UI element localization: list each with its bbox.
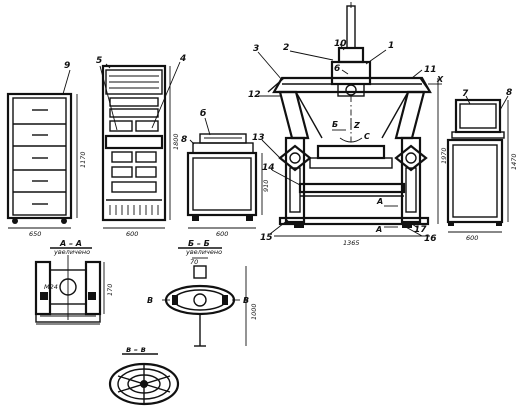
callout-1: 1 xyxy=(388,41,394,51)
section-b-b: Б – Б увеличено 70 В В 1000 xyxy=(147,239,258,347)
section-v-v: в – в xyxy=(108,345,180,406)
dim-table-height: 910 xyxy=(262,180,270,192)
callout-17: 17 xyxy=(414,225,427,235)
section-a-a: А – А увеличено M24 170 xyxy=(34,239,114,325)
callout-5: 5 xyxy=(96,56,102,66)
callout-13: 13 xyxy=(252,133,265,143)
section-v-mark-1: В xyxy=(147,296,153,305)
callout-11: 11 xyxy=(424,65,437,75)
dim-section-bb-height: 1000 xyxy=(250,303,258,320)
callout-6: 6 xyxy=(334,64,340,74)
callout-12: 12 xyxy=(248,90,261,100)
section-bb-title: Б – Б xyxy=(188,239,210,248)
axis-c-label: C xyxy=(364,132,370,141)
dim-machine-height: 1970 xyxy=(440,147,448,164)
callout-15: 15 xyxy=(260,233,273,243)
callout-2: 2 xyxy=(283,43,289,53)
dim-cab9-width: 650 xyxy=(29,230,41,238)
section-vv-title: в – в xyxy=(126,345,146,354)
console-table-6: б 8 600 910 xyxy=(181,108,270,238)
section-aa-subtitle: увеличено xyxy=(53,248,90,256)
callout-9: 9 xyxy=(64,61,70,71)
gantry-machine: X Z C Б А А 2 3 10 1 6 11 12 13 14 15 16 xyxy=(248,2,448,247)
section-b-mark: Б xyxy=(332,120,338,129)
dim-section-aa-height: 170 xyxy=(106,284,114,296)
dim-cab4-height: 1800 xyxy=(172,133,180,150)
dim-table-width: 600 xyxy=(216,230,228,238)
section-a-mark-1: А xyxy=(376,197,383,206)
callout-8b: 8 xyxy=(181,135,187,145)
dim-pc-height: 1470 xyxy=(510,153,518,170)
computer-table-7: 7 8 600 1470 xyxy=(446,88,518,242)
drawer-cabinet-9: 9 650 1170 xyxy=(6,61,87,238)
callout-3: 3 xyxy=(253,44,259,54)
bolt-size-label: M24 xyxy=(44,283,58,291)
rack-cabinet-4: 5 4 600 1800 xyxy=(96,54,186,238)
callout-4: 4 xyxy=(179,54,186,64)
callout-6b: б xyxy=(200,108,206,119)
dim-cab4-width: 600 xyxy=(126,230,138,238)
callout-14: 14 xyxy=(262,163,275,173)
callout-16: 16 xyxy=(424,234,437,244)
callout-7: 7 xyxy=(462,89,469,99)
section-a-mark-2: А xyxy=(375,225,382,234)
axis-x-label: X xyxy=(436,75,444,84)
dim-pc-width: 600 xyxy=(466,234,478,242)
axis-z-label: Z xyxy=(353,121,360,130)
dim-section-bb-width: 70 xyxy=(190,258,198,266)
dim-cab9-height: 1170 xyxy=(79,151,87,168)
dim-machine-width: 1365 xyxy=(343,239,360,247)
section-bb-subtitle: увеличено xyxy=(185,248,222,256)
callout-8: 8 xyxy=(506,88,512,98)
section-aa-title: А – А xyxy=(59,239,82,248)
callout-10: 10 xyxy=(334,39,347,49)
